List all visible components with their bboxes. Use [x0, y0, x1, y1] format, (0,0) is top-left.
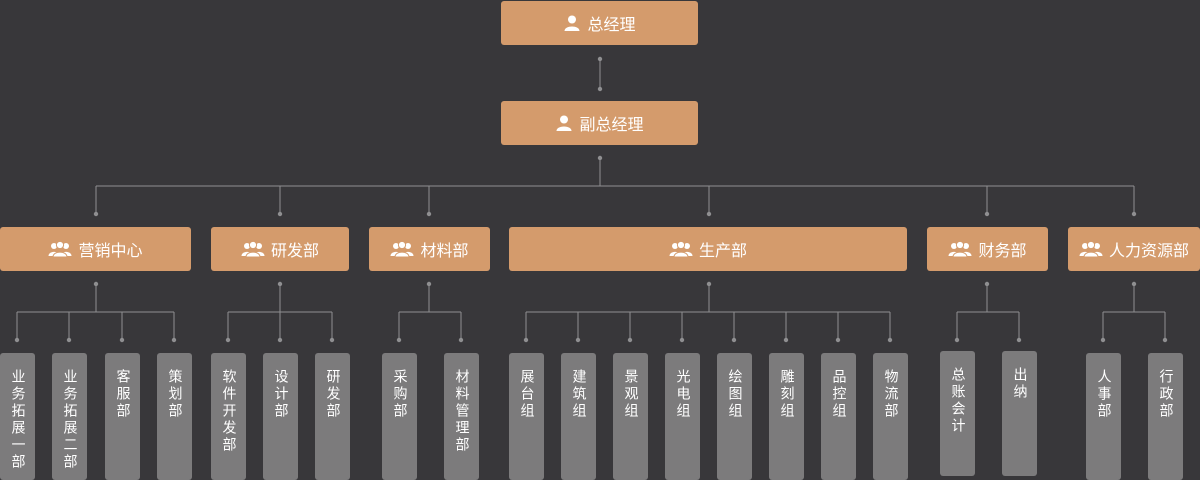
unit-box[interactable]: 光电组: [665, 353, 700, 480]
department-box[interactable]: 生产部: [509, 227, 907, 271]
group-icon: [948, 240, 972, 258]
unit-name: 出纳: [1011, 367, 1028, 401]
connector-dot: [396, 337, 402, 343]
connector-dot: [706, 211, 712, 217]
group-icon: [669, 240, 693, 258]
connector-dot: [277, 211, 283, 217]
connector-dot: [597, 86, 603, 92]
department-name: 材料部: [420, 241, 469, 260]
connector-dot: [783, 337, 789, 343]
unit-name: 软件开发部: [220, 369, 237, 454]
unit-name: 绘图组: [726, 369, 743, 420]
unit-box[interactable]: 绘图组: [717, 353, 752, 480]
unit-box[interactable]: 雕刻组: [769, 353, 804, 480]
connector-dot: [954, 337, 960, 343]
group-icon: [241, 240, 265, 258]
unit-box[interactable]: 行政部: [1148, 353, 1183, 480]
connector-dot: [171, 337, 177, 343]
department-name: 研发部: [270, 241, 319, 260]
unit-box[interactable]: 业务拓展一部: [0, 353, 35, 480]
group-icon: [48, 240, 72, 258]
department-box[interactable]: 营销中心: [0, 227, 191, 271]
connector-dot: [984, 211, 990, 217]
unit-box[interactable]: 出纳: [1002, 351, 1037, 476]
unit-name: 品控组: [830, 369, 847, 420]
unit-name: 研发部: [324, 369, 341, 420]
deputy-manager-title: 副总经理: [579, 115, 644, 134]
unit-box[interactable]: 材料管理部: [444, 353, 479, 480]
unit-box[interactable]: 建筑组: [561, 353, 596, 480]
unit-name: 总账会计: [949, 367, 966, 435]
unit-box[interactable]: 展台组: [509, 353, 544, 480]
connector-dot: [887, 337, 893, 343]
department-box[interactable]: 财务部: [927, 227, 1048, 271]
unit-box[interactable]: 景观组: [613, 353, 648, 480]
unit-box[interactable]: 物流部: [873, 353, 908, 480]
connector-dot: [835, 337, 841, 343]
department-box[interactable]: 人力资源部: [1068, 227, 1200, 271]
unit-name: 业务拓展二部: [61, 369, 78, 471]
unit-name: 行政部: [1157, 369, 1174, 420]
connector-dot: [225, 337, 231, 343]
unit-name: 人事部: [1095, 369, 1112, 420]
unit-box[interactable]: 品控组: [821, 353, 856, 480]
connector-dot: [1016, 337, 1022, 343]
connector-dot: [1162, 337, 1168, 343]
person-icon: [563, 14, 581, 32]
connector-dot: [731, 337, 737, 343]
connector-dot: [523, 337, 529, 343]
unit-box[interactable]: 客服部: [105, 353, 140, 480]
connector-dot: [575, 337, 581, 343]
connector-dot: [329, 337, 335, 343]
group-icon: [390, 240, 414, 258]
unit-name: 业务拓展一部: [9, 369, 26, 471]
general-manager-title: 总经理: [587, 15, 636, 34]
group-icon: [1079, 240, 1103, 258]
connector-dot: [458, 337, 464, 343]
unit-box[interactable]: 人事部: [1086, 353, 1121, 480]
connector-dot: [679, 337, 685, 343]
unit-box[interactable]: 总账会计: [940, 351, 975, 476]
department-box[interactable]: 材料部: [369, 227, 490, 271]
unit-box[interactable]: 策划部: [157, 353, 192, 480]
unit-name: 建筑组: [570, 369, 587, 420]
unit-name: 设计部: [272, 369, 289, 420]
connector-dot: [14, 337, 20, 343]
person-icon: [555, 114, 573, 132]
unit-name: 客服部: [114, 369, 131, 420]
connector-dot: [1100, 337, 1106, 343]
unit-box[interactable]: 采购部: [382, 353, 417, 480]
unit-name: 策划部: [166, 369, 183, 420]
connector-dot: [66, 337, 72, 343]
department-name: 财务部: [978, 241, 1027, 260]
unit-name: 雕刻组: [778, 369, 795, 420]
connector-dot: [93, 211, 99, 217]
deputy-manager-box[interactable]: 副总经理: [501, 101, 698, 145]
unit-name: 景观组: [622, 369, 639, 420]
connector-dot: [277, 337, 283, 343]
unit-name: 物流部: [882, 369, 899, 420]
unit-name: 展台组: [518, 369, 535, 420]
connector-dot: [1131, 211, 1137, 217]
unit-box[interactable]: 研发部: [315, 353, 350, 480]
connector-dot: [627, 337, 633, 343]
unit-name: 采购部: [391, 369, 408, 420]
connector-dot: [426, 211, 432, 217]
unit-box[interactable]: 业务拓展二部: [52, 353, 87, 480]
connector-dot: [119, 337, 125, 343]
unit-box[interactable]: 软件开发部: [211, 353, 246, 480]
department-name: 生产部: [698, 241, 747, 260]
department-box[interactable]: 研发部: [211, 227, 349, 271]
department-name: 人力资源部: [1108, 241, 1189, 260]
unit-box[interactable]: 设计部: [263, 353, 298, 480]
unit-name: 材料管理部: [453, 369, 470, 454]
unit-name: 光电组: [674, 369, 691, 420]
general-manager-box[interactable]: 总经理: [501, 1, 698, 45]
department-name: 营销中心: [78, 241, 143, 260]
